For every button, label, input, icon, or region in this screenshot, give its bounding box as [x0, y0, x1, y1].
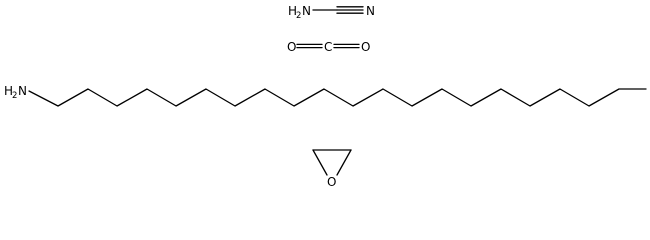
cyanamide-nitrile-n: N	[366, 4, 375, 18]
octadecylamine-amine-subscript: 2	[12, 91, 17, 101]
co2-right-oxygen: O	[361, 40, 370, 54]
epoxide-left-co-bond	[312, 149, 328, 176]
co2-carbon: C	[324, 40, 332, 54]
cyanamide-molecule: H 2 N N	[288, 4, 375, 21]
octadecylamine-amine-h: H	[4, 84, 13, 98]
octadecylamine-molecule: H 2 N	[4, 84, 647, 107]
epoxide-right-co-bond	[336, 149, 352, 176]
cyanamide-amine-n: N	[302, 4, 311, 18]
chemical-structures-diagram: H 2 N N O C O H 2 N O	[4, 4, 647, 189]
cyanamide-amine-h: H	[288, 4, 297, 18]
carbon-dioxide-molecule: O C O	[287, 40, 370, 54]
structure-canvas: H 2 N N O C O H 2 N O	[4, 4, 647, 189]
octadecylamine-carbon-chain	[28, 88, 647, 107]
cyanamide-amine-subscript: 2	[296, 11, 301, 21]
octadecylamine-amine-n: N	[18, 84, 27, 98]
ethylene-oxide-molecule: O	[312, 149, 352, 189]
epoxide-oxygen: O	[327, 175, 336, 189]
co2-left-oxygen: O	[287, 40, 296, 54]
